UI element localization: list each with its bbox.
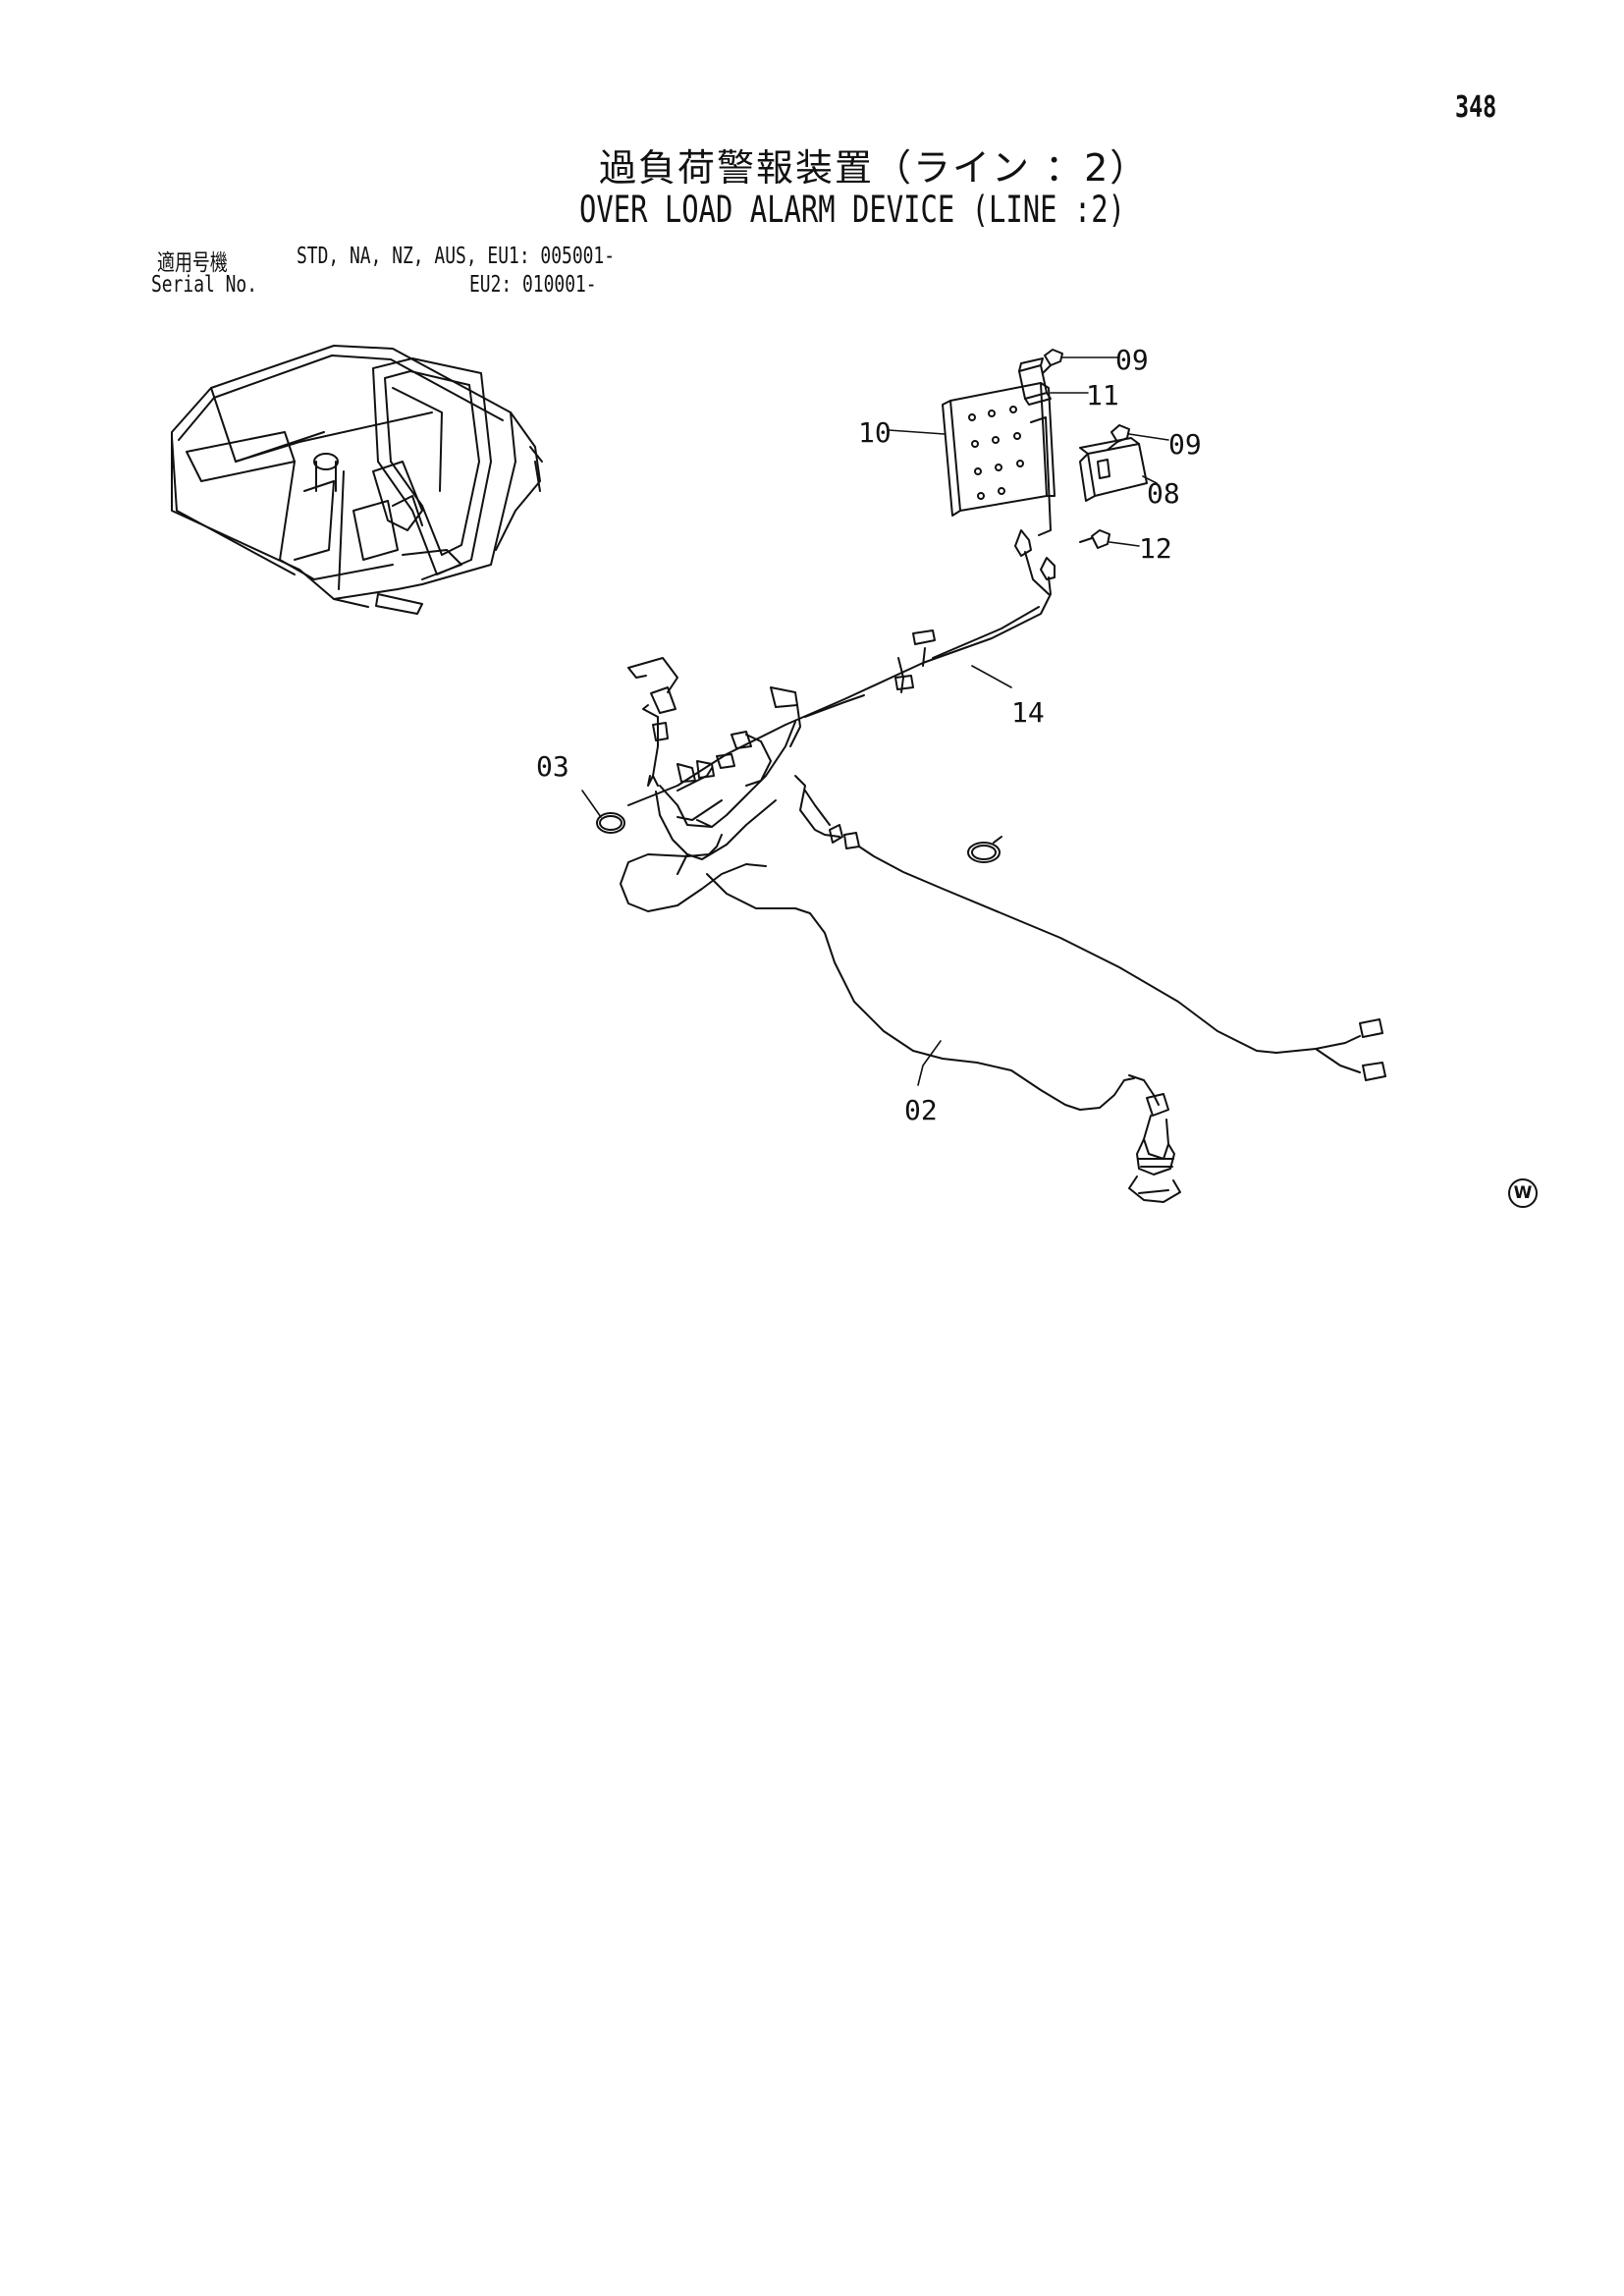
callout-14: 14 <box>1011 696 1045 729</box>
machine-overview-illustration <box>171 345 543 615</box>
callout-03: 03 <box>536 750 569 783</box>
callout-12: 12 <box>1139 532 1172 565</box>
callout-09-lower: 09 <box>1168 428 1202 461</box>
callout-10: 10 <box>858 416 892 449</box>
bolt-part-09-lower <box>1107 424 1130 451</box>
bracket-part-10 <box>942 382 1056 536</box>
bolt-part-12 <box>1079 529 1110 549</box>
relay-part-11 <box>1018 357 1052 406</box>
callout-02: 02 <box>904 1094 938 1126</box>
harness-part-02 <box>620 834 1181 1203</box>
serial-label-jp: 適用号機 <box>157 250 228 276</box>
title-japanese: 過負荷警報装置（ライン ：2） <box>599 146 1150 190</box>
w-mark-symbol: W <box>1508 1178 1538 1208</box>
serial-label-en: Serial No. <box>151 272 258 298</box>
serial-line-1: STD, NA, NZ, AUS, EU1: 005001- <box>297 244 616 269</box>
band-clamp-secondary <box>967 836 1002 863</box>
title-english: OVER LOAD ALARM DEVICE (LINE :2) <box>579 189 1126 231</box>
serial-line-2: EU2: 010001- <box>469 272 597 298</box>
callout-leader-lines <box>581 356 1169 1086</box>
bolt-part-09-upper <box>1042 349 1063 374</box>
wire-harness-part-14 <box>627 529 1386 1081</box>
callout-08: 08 <box>1147 477 1180 510</box>
band-clamp-part-03 <box>596 812 625 834</box>
controller-part-08 <box>1079 437 1148 502</box>
callout-09-upper: 09 <box>1115 344 1149 376</box>
callout-11: 11 <box>1086 379 1119 411</box>
page-number: 348 <box>1455 90 1497 125</box>
